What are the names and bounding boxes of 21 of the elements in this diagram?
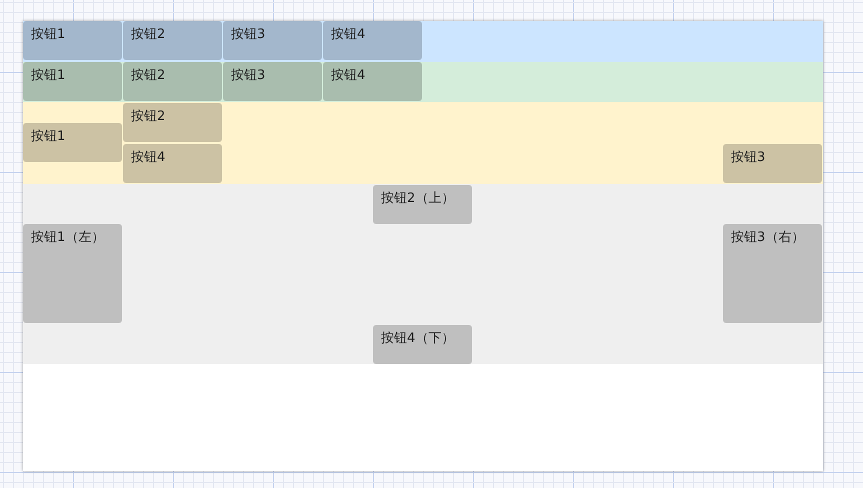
button: 按钮4 xyxy=(323,21,422,60)
button: 按钮1（左） xyxy=(23,224,122,323)
button: 按钮2 xyxy=(123,62,222,101)
button: 按钮3 xyxy=(223,21,322,60)
button: 按钮2（上） xyxy=(373,185,472,224)
button: 按钮1 xyxy=(23,123,122,162)
button: 按钮2 xyxy=(123,103,222,142)
color-band xyxy=(23,102,823,184)
button: 按钮2 xyxy=(123,21,222,60)
button: 按钮3（右） xyxy=(723,224,822,323)
button: 按钮3 xyxy=(723,144,822,183)
button: 按钮4 xyxy=(323,62,422,101)
color-band xyxy=(23,184,823,364)
button: 按钮1 xyxy=(23,62,122,101)
color-band xyxy=(23,21,823,62)
button: 按钮4（下） xyxy=(373,325,472,364)
button: 按钮1 xyxy=(23,21,122,60)
color-band xyxy=(23,62,823,102)
button: 按钮4 xyxy=(123,144,222,183)
button: 按钮3 xyxy=(223,62,322,101)
panel xyxy=(23,21,823,471)
